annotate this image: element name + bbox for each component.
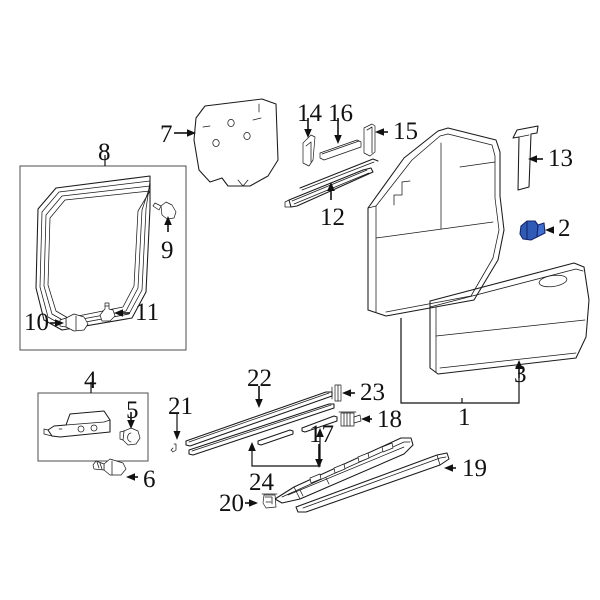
part-20-molding-retainer-clip xyxy=(261,493,278,509)
leader-2 xyxy=(545,226,554,234)
leader-16 xyxy=(334,118,342,144)
leader-24-bracket xyxy=(248,428,324,467)
leader-10 xyxy=(50,319,64,327)
callout-number-4: 4 xyxy=(84,367,97,394)
callout-number-10: 10 xyxy=(24,309,49,336)
part-1-door-shell xyxy=(367,127,505,317)
part-21-hook-clip xyxy=(170,443,177,453)
callout-number-17: 17 xyxy=(309,421,334,448)
part-7-service-hole-cover xyxy=(193,98,279,187)
callout-number-6: 6 xyxy=(143,466,156,493)
callout-number-12: 12 xyxy=(320,204,345,231)
leader-15 xyxy=(375,128,388,136)
callout-number-3: 3 xyxy=(514,361,527,388)
leader-23 xyxy=(342,389,355,397)
callout-number-16: 16 xyxy=(328,100,353,127)
part-16-belt-molding-inner-strip xyxy=(319,139,362,161)
part-18-molding-clip xyxy=(338,411,362,427)
part-15-belt-molding-end-clip xyxy=(363,123,376,157)
callout-number-1: 1 xyxy=(458,404,471,431)
callout-number-2: 2 xyxy=(558,215,571,242)
leader-22 xyxy=(255,386,263,408)
part-4-hinge-bracket xyxy=(43,410,111,438)
part-11-weatherstrip-retainer xyxy=(99,302,116,322)
leader-11 xyxy=(114,309,130,317)
part-5-grommet xyxy=(119,427,141,446)
part-2-highlighted-clip xyxy=(519,220,546,241)
callout-number-21: 21 xyxy=(168,393,193,420)
callout-number-7: 7 xyxy=(160,121,173,148)
leader-14 xyxy=(304,118,312,138)
part-14-corner-wedge xyxy=(302,134,316,167)
leader-19 xyxy=(444,464,456,472)
leader-6 xyxy=(126,473,138,481)
callout-number-20: 20 xyxy=(219,490,244,517)
callout-number-8: 8 xyxy=(98,139,111,166)
part-6-hinge-bolt xyxy=(92,458,127,476)
part-19-lower-trim-strip xyxy=(295,452,450,513)
part-13-pillar-garnish xyxy=(512,125,539,191)
callout-number-9: 9 xyxy=(161,237,174,264)
part-23-end-cap-clip xyxy=(331,384,342,402)
leader-9 xyxy=(164,216,172,232)
callout-number-13: 13 xyxy=(548,145,573,172)
callout-number-11: 11 xyxy=(135,299,160,326)
leader-21 xyxy=(173,414,181,440)
leader-20 xyxy=(245,499,258,507)
callout-number-24: 24 xyxy=(249,469,274,496)
callout-number-22: 22 xyxy=(247,365,272,392)
callout-number-5: 5 xyxy=(126,397,139,424)
part-17-rocker-molding xyxy=(274,437,414,504)
callout-number-14: 14 xyxy=(297,100,322,127)
leader-7 xyxy=(174,129,196,137)
callout-number-18: 18 xyxy=(377,406,402,433)
part-12-belt-molding-outer xyxy=(284,158,379,208)
leader-18 xyxy=(361,415,372,423)
callout-number-23: 23 xyxy=(360,379,385,406)
part-3-outer-door-panel xyxy=(429,262,590,375)
leader-17 xyxy=(315,444,323,468)
leader-12 xyxy=(327,182,335,200)
part-24-weatherstrip-pair xyxy=(257,415,338,446)
callout-number-15: 15 xyxy=(393,118,418,145)
leader-13 xyxy=(528,155,543,163)
leader-5 xyxy=(127,412,135,429)
leader-3 xyxy=(515,360,523,378)
leader-1-bracket xyxy=(400,318,520,404)
hinge-enclosure-box xyxy=(37,392,149,462)
part-10-weatherstrip-clip xyxy=(59,313,89,332)
callout-number-19: 19 xyxy=(462,455,487,482)
